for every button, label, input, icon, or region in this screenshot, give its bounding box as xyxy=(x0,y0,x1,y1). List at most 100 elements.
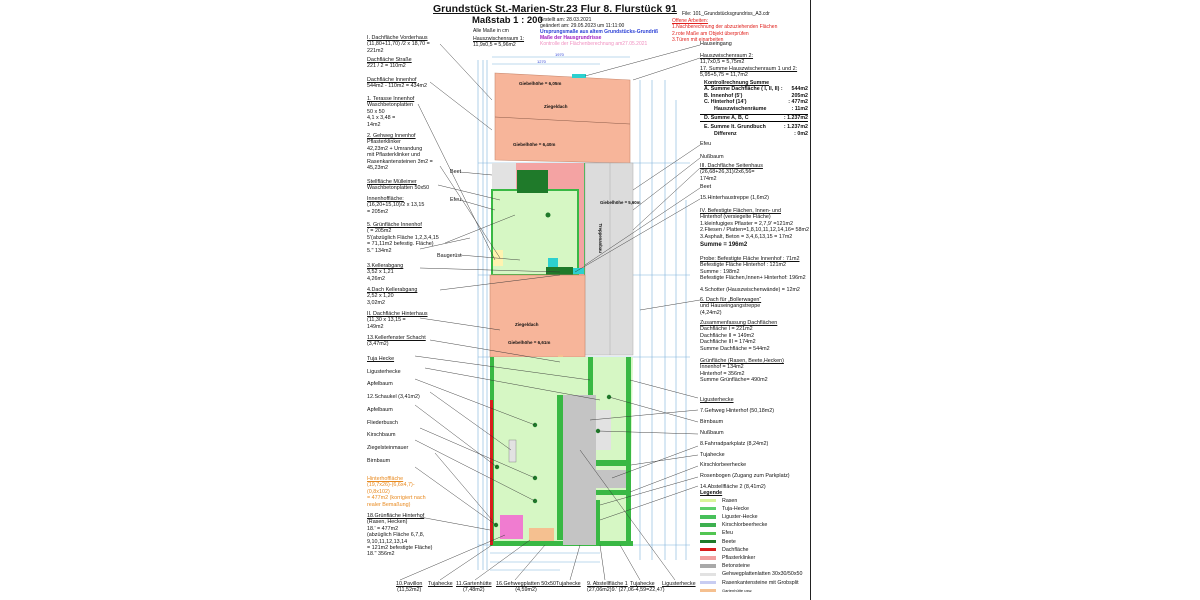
gable-height-label: Giebelhöhe = 5,60m xyxy=(600,200,641,205)
legend-item: Rasenkantensteine mit Grobsplit xyxy=(700,579,799,586)
text-line: 149m2 xyxy=(367,323,384,330)
gable-height-label: Giebelhöhe = 6,05m xyxy=(519,81,562,86)
text-line: (19,7x26)-(6,6x4,7)- xyxy=(367,482,415,489)
control-value: : 1.237m2 xyxy=(783,124,808,131)
text-line: Fliederbusch xyxy=(367,419,398,426)
text-line: Offene Arbeiten: xyxy=(672,18,709,24)
text-line: Dachfläche Innenhof xyxy=(367,77,417,83)
control-row: C. Hinterhof (14'): 477m2 xyxy=(700,99,808,105)
control-row: E. Summe lt. Grundbuch: 1.237m2 xyxy=(700,124,808,130)
text-line: 2,52 x 1,20 xyxy=(367,293,394,300)
text-line: Dachfläche I = 221m2 xyxy=(700,326,753,333)
legend-swatch xyxy=(700,523,716,527)
text-line: 4.Dach Kellerabgang xyxy=(367,287,418,293)
green-summary: Grünfläche (Rasen, Beete,Hecken)Innenhof… xyxy=(700,358,784,384)
text-line: Tujahecke xyxy=(700,451,725,458)
paved-check: Probe: Befestigte Fläche Innenhof : 71m2… xyxy=(700,256,806,282)
label-ivy: Efeu xyxy=(700,141,712,147)
text-line: 17. Summe Hauszwischenraum 1 und 2: xyxy=(700,66,798,72)
control-value: : 477m2 xyxy=(788,99,808,106)
page-divider xyxy=(810,0,811,600)
text-line: 18.' = 477m2 xyxy=(367,525,399,532)
label-bed: Beet xyxy=(450,169,462,175)
legend-label: Beete xyxy=(722,538,736,545)
file-name: File: 101_Grundstücksgrundriss_A3.cdr xyxy=(682,11,770,17)
pavilion xyxy=(500,515,523,539)
text-line: 544m2 - 110m2 = 434m2 xyxy=(367,83,427,90)
backyard-path xyxy=(563,395,596,545)
control-label: B. Innenhof (5') xyxy=(704,92,743,99)
text-line: Summe Dachfläche = 544m2 xyxy=(700,345,770,352)
text-line: Innenhoffläche: xyxy=(367,196,404,202)
rear-stairs: 15.Hinterhaustreppe (1,6m2) xyxy=(700,195,769,201)
text-line: Hinterhof (versiegelte Fläche) xyxy=(700,214,771,221)
text-line: (3,47m2) xyxy=(367,341,389,348)
legend-label: Liguster-Hecke xyxy=(722,513,758,520)
roof-back-calc: II. Dachfläche Hinterhaus(11,30 x 13,15 … xyxy=(367,311,428,330)
text-line: 10.Pavillon xyxy=(396,581,423,587)
dimension-label: 1270 xyxy=(537,59,546,64)
text-line: 1.kleinfugiges Pflaster = 2,7,9' =121m2 xyxy=(700,220,794,227)
control-value: : 0m2 xyxy=(794,130,808,137)
control-row: Hauszwischenräume: 11m2 xyxy=(700,106,808,112)
text-line: Tujahecke xyxy=(630,581,655,587)
text-line: 3.Kellerabgang xyxy=(367,263,404,269)
text-line: Tuja Hecke xyxy=(367,356,395,362)
text-line: = 71,11m2 befestig. Fläche) xyxy=(367,241,434,248)
label-walkway-slabs: 16.Gehwegplatten 50x50(4,59m2) xyxy=(496,581,556,594)
text-line: = 205m2 xyxy=(367,208,389,215)
control-value: 205m2 xyxy=(791,92,809,99)
backyard-area-calc: Hinterhoffläche(19,7x26)-(6,6x4,7)-(0,8x… xyxy=(367,476,426,508)
text-line: Ligusterhecke xyxy=(700,397,734,403)
leader-lines xyxy=(399,43,701,581)
text-line: mit Pflasterklinker und xyxy=(367,152,421,159)
text-line: Hinterhof = 356m2 xyxy=(700,370,745,377)
text-line: Hauszwischenraum 2: xyxy=(700,53,754,59)
text-line: 3,52 x 1,21 xyxy=(367,269,394,276)
text-line: Kirschbaum xyxy=(367,432,396,439)
text-line: (16,20+15,10)/2 x 13,15 xyxy=(367,202,425,209)
text-line: 3,02m2 xyxy=(367,299,385,306)
text-line: 14.Abstellfläche 2 (8,41m2) xyxy=(700,484,766,491)
units-note: Alle Maße in cm xyxy=(473,28,509,34)
label-scaffold: Baugerüst xyxy=(437,253,462,259)
control-label: D. Summe A, B, C xyxy=(704,115,749,122)
text-line: 4,26m2 xyxy=(367,275,385,282)
label-bed: Beet xyxy=(700,184,712,190)
text-line: (11,80+11,70) /2 x 18,70 = xyxy=(367,41,430,48)
label-ivy: Efeu xyxy=(450,197,462,203)
legend-label: Gartenhütte usw. xyxy=(722,588,753,594)
text-line: Grünfläche (Rasen, Beete,Hecken) xyxy=(700,358,784,364)
text-line: Hinterhoffläche xyxy=(367,476,404,482)
gable-height-label: Giebelhöhe = 6,40m xyxy=(513,142,556,147)
text-line: 5,95+5,75 = 11,7m2 xyxy=(700,72,748,79)
text-line: Hauszwischenraum 1: xyxy=(473,36,525,42)
text-line: Dachfläche III = 174m2 xyxy=(700,339,756,346)
legend-pink-note: Kontrolle der Flächenberechnung am27.05.… xyxy=(540,41,648,47)
label-privet: Ligusterhecke xyxy=(662,581,696,587)
bed xyxy=(517,170,548,193)
legend-title: Legende xyxy=(700,490,723,496)
control-label: Differenz xyxy=(714,130,737,137)
text-line: 8.Fahrradparkplatz (8,24m2) xyxy=(700,440,769,447)
scale-label: Maßstab 1 : 200 xyxy=(472,15,543,26)
text-line: 221m2 xyxy=(367,47,384,54)
text-line: II. Dachfläche Hinterhaus xyxy=(367,311,428,317)
legend-blue-note: Ursprungsmaße aus altem Grundstücks-Grun… xyxy=(540,29,659,35)
text-line: 13.Kellerfenster Schacht xyxy=(367,335,426,341)
text-line: Summe : 198m2 xyxy=(700,268,740,275)
control-title: Kontrollrechnung Summe xyxy=(704,80,770,86)
legend-label: Betonsteine xyxy=(722,563,750,570)
text-line: 18.'' 356m2 xyxy=(367,551,395,558)
text-line: (11,30 x 13,15 = xyxy=(367,317,406,324)
text-line: 9. Abstellfläche 1 xyxy=(587,581,628,587)
control-value: 544m2 xyxy=(791,86,809,93)
